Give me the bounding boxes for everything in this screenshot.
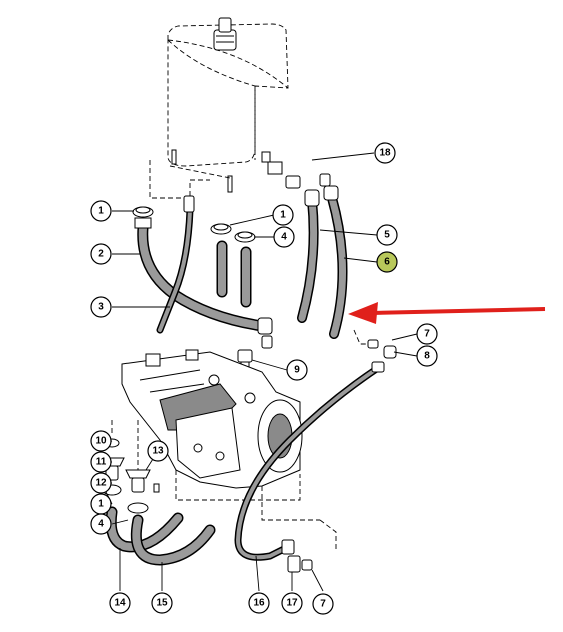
svg-text:4: 4 bbox=[98, 519, 104, 530]
hose-clamps bbox=[132, 206, 256, 243]
svg-text:5: 5 bbox=[384, 230, 390, 241]
callout-1c: 1 bbox=[90, 493, 112, 515]
callout-9: 9 bbox=[286, 359, 308, 381]
svg-text:17: 17 bbox=[286, 598, 298, 609]
callout-13: 13 bbox=[147, 440, 169, 462]
svg-text:4: 4 bbox=[281, 232, 287, 243]
callout-14: 14 bbox=[109, 592, 131, 614]
hose-6 bbox=[323, 185, 348, 339]
svg-text:1: 1 bbox=[98, 499, 104, 510]
svg-text:11: 11 bbox=[96, 457, 107, 468]
callout-8: 8 bbox=[416, 345, 438, 367]
hydraulic-tank bbox=[167, 17, 289, 167]
hose-16 bbox=[234, 361, 385, 561]
callout-12: 12 bbox=[90, 472, 112, 494]
svg-text:18: 18 bbox=[379, 148, 391, 159]
svg-text:1: 1 bbox=[280, 210, 286, 221]
svg-text:13: 13 bbox=[152, 446, 164, 457]
callout-7a: 7 bbox=[416, 323, 438, 345]
callout-7b: 7 bbox=[312, 593, 334, 615]
fittings-7-8 bbox=[353, 329, 397, 359]
filler-cap bbox=[213, 17, 237, 51]
svg-text:2: 2 bbox=[98, 249, 104, 260]
callout-1a: 1 bbox=[90, 200, 112, 222]
callout-1b: 1 bbox=[272, 204, 294, 226]
svg-text:3: 3 bbox=[98, 302, 104, 313]
tank-ports bbox=[149, 149, 331, 199]
svg-text:10: 10 bbox=[95, 436, 107, 447]
callout-11: 11 bbox=[90, 451, 112, 473]
svg-text:1: 1 bbox=[98, 206, 104, 217]
callout-16: 16 bbox=[248, 592, 270, 614]
svg-text:6: 6 bbox=[384, 257, 390, 268]
svg-text:16: 16 bbox=[253, 598, 265, 609]
leader-lines bbox=[97, 152, 418, 592]
hydraulic-pump bbox=[121, 349, 320, 521]
callout-15: 15 bbox=[151, 592, 173, 614]
callout-6: 6 bbox=[376, 251, 398, 273]
callout-18: 18 bbox=[374, 142, 396, 164]
svg-text:9: 9 bbox=[294, 365, 300, 376]
callout-2: 2 bbox=[90, 243, 112, 265]
callout-4a: 4 bbox=[273, 226, 295, 248]
svg-text:12: 12 bbox=[95, 478, 107, 489]
svg-text:8: 8 bbox=[424, 351, 430, 362]
callout-4b: 4 bbox=[90, 513, 112, 535]
hose-5 bbox=[297, 189, 320, 323]
left-small-parts bbox=[95, 420, 160, 514]
highlight-arrow bbox=[348, 302, 546, 324]
callout-17: 17 bbox=[281, 592, 303, 614]
svg-text:15: 15 bbox=[156, 598, 168, 609]
callout-3: 3 bbox=[90, 296, 112, 318]
hoses-14-15 bbox=[105, 506, 216, 566]
svg-text:14: 14 bbox=[114, 598, 126, 609]
callout-5: 5 bbox=[376, 224, 398, 246]
svg-text:7: 7 bbox=[320, 599, 326, 610]
callout-10: 10 bbox=[90, 430, 112, 452]
svg-text:7: 7 bbox=[424, 329, 430, 340]
fittings-17-7 bbox=[287, 519, 337, 573]
hose-3 bbox=[156, 195, 195, 334]
short-hoses bbox=[216, 240, 252, 308]
